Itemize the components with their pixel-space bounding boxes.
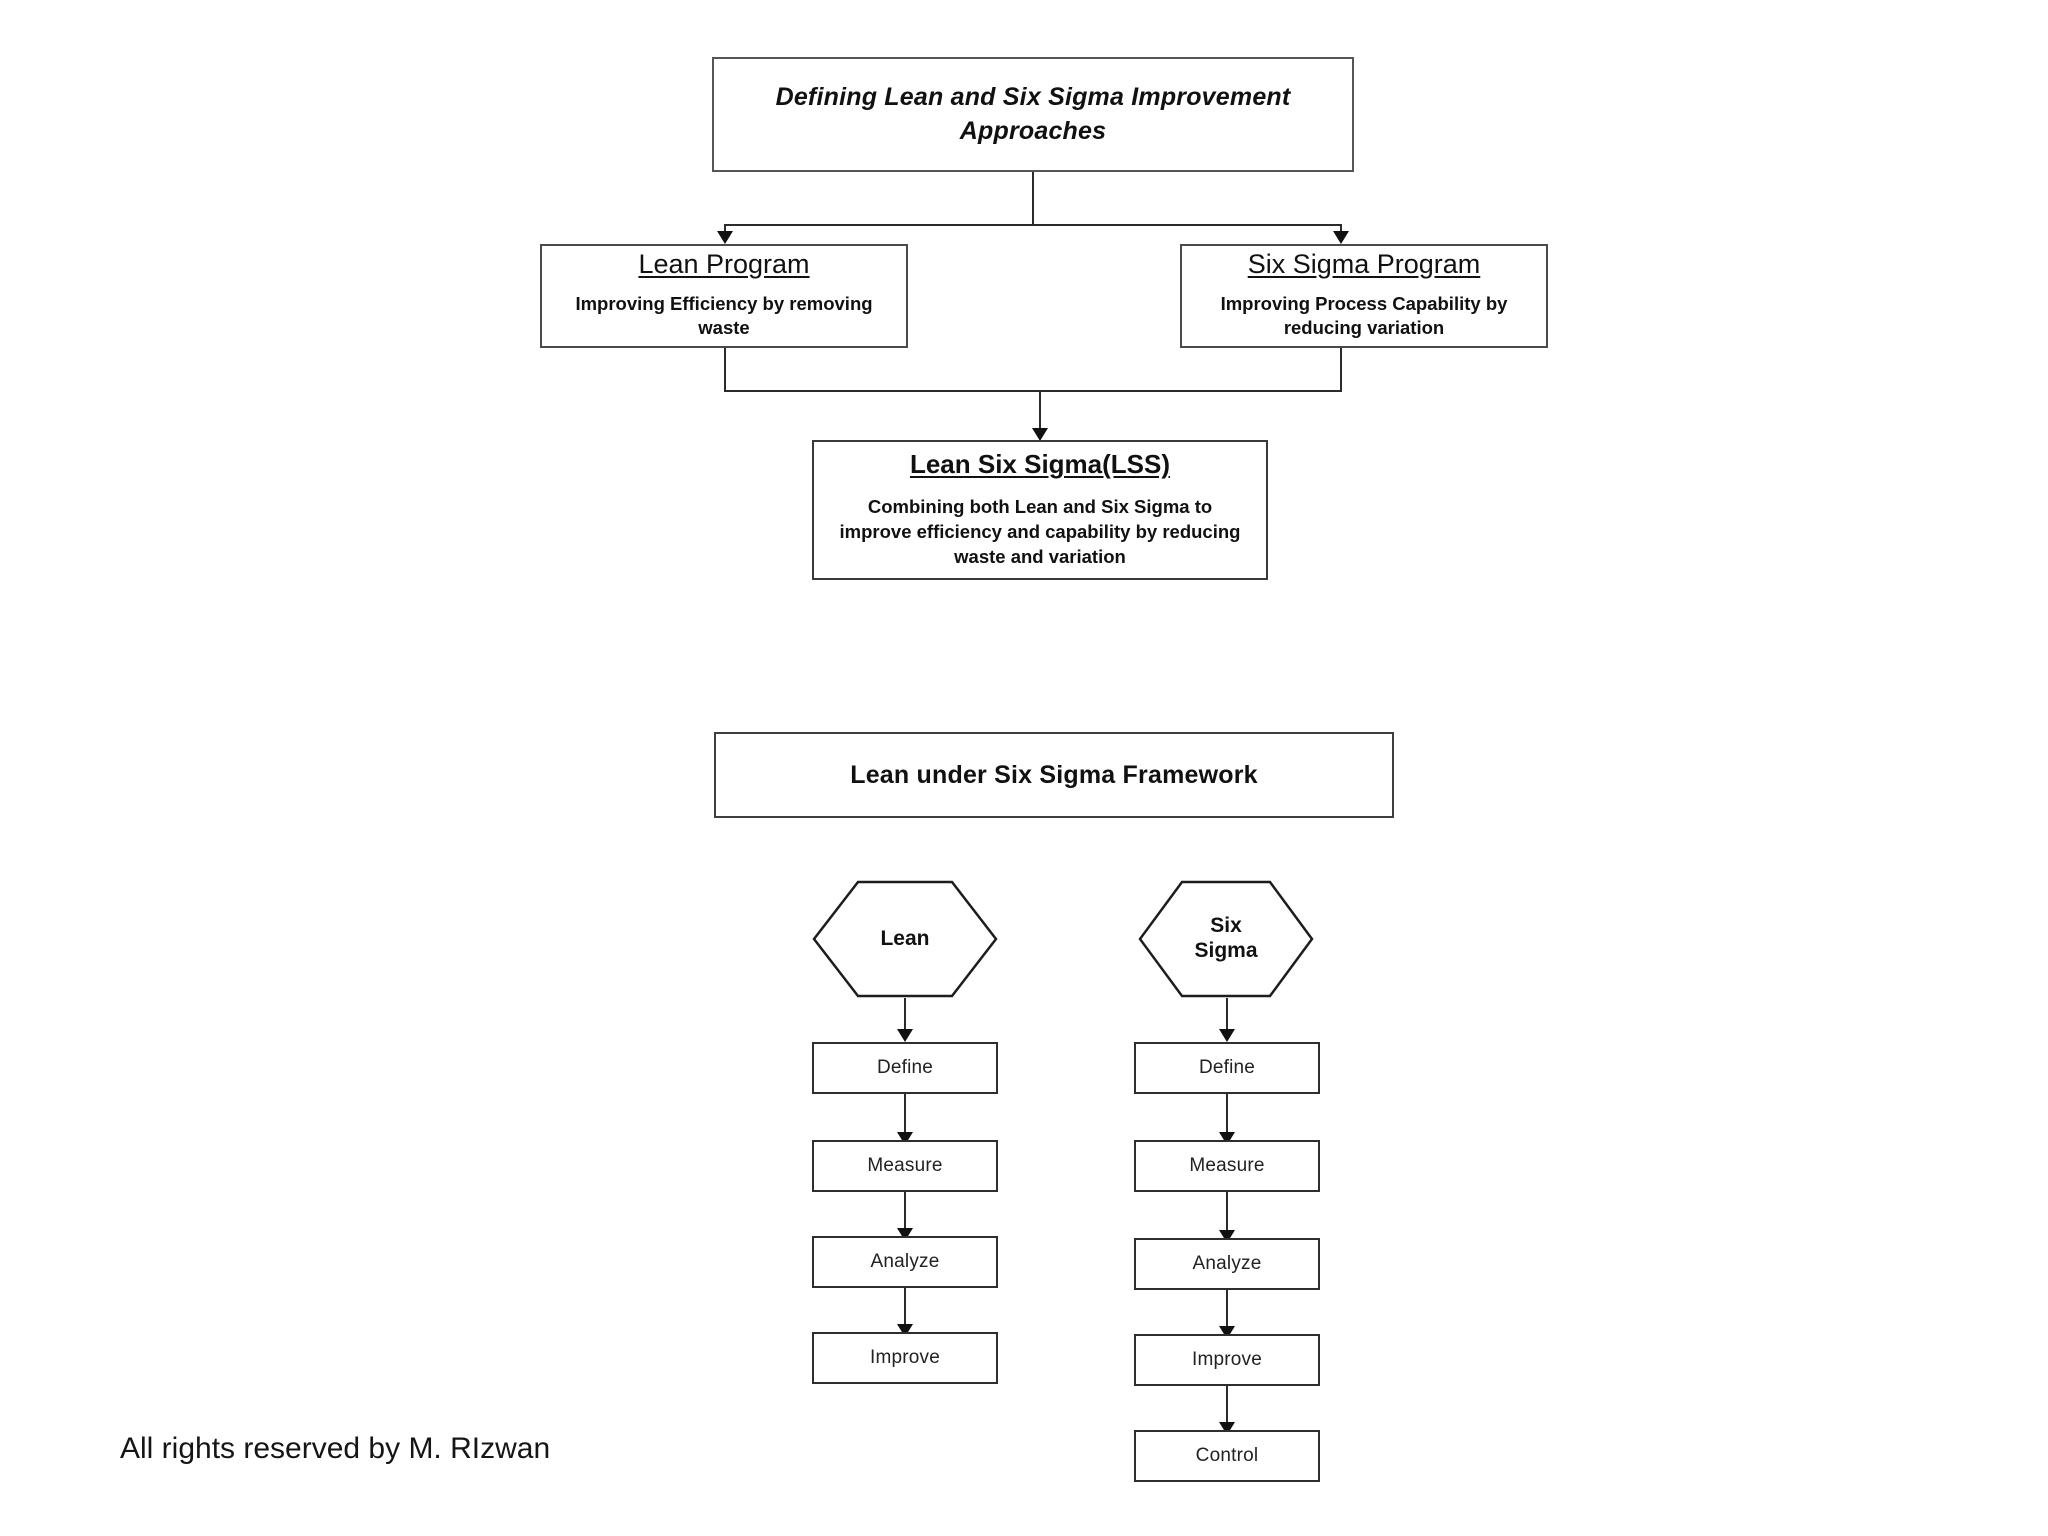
connector-lean-analyze-improve	[904, 1288, 906, 1330]
connector-lean-down	[724, 348, 726, 390]
title-box-text: Defining Lean and Six Sigma Improvement …	[775, 82, 1291, 145]
lean-step-define: Define	[812, 1042, 998, 1094]
lss-heading: Lean Six Sigma(LSS)	[909, 449, 1171, 480]
lean-step-improve-label: Improve	[869, 1347, 941, 1368]
connector-sixsigma-hex-to-define	[1226, 998, 1228, 1034]
six-sigma-hexagon-label-line2: Sigma	[1194, 939, 1258, 962]
connector-merge-stem	[1039, 390, 1041, 430]
six-sigma-hexagon: Six Sigma	[1138, 880, 1314, 998]
connector-six-sigma-down	[1340, 348, 1342, 390]
sixsigma-step-analyze-label: Analyze	[1192, 1253, 1262, 1274]
connector-branch-right-drop	[1340, 224, 1342, 232]
lean-program-box: Lean Program Improving Efficiency by rem…	[540, 244, 908, 348]
six-sigma-hexagon-label-line1: Six	[1210, 914, 1242, 938]
sixsigma-step-define: Define	[1134, 1042, 1320, 1094]
connector-branch-bar	[724, 224, 1342, 226]
arrowhead-lean-define	[897, 1029, 913, 1042]
framework-title-text: Lean under Six Sigma Framework	[850, 760, 1258, 789]
arrowhead-sixsigma-define	[1219, 1029, 1235, 1042]
connector-sixsigma-measure-analyze	[1226, 1192, 1228, 1236]
framework-title-box: Lean under Six Sigma Framework	[714, 732, 1394, 818]
title-box: Defining Lean and Six Sigma Improvement …	[712, 57, 1354, 172]
sixsigma-step-control: Control	[1134, 1430, 1320, 1482]
lean-six-sigma-box: Lean Six Sigma(LSS) Combining both Lean …	[812, 440, 1268, 580]
lean-program-heading: Lean Program	[638, 249, 810, 280]
lean-hexagon-label: Lean	[880, 926, 930, 950]
six-sigma-program-box: Six Sigma Program Improving Process Capa…	[1180, 244, 1548, 348]
copyright-credit: All rights reserved by M. RIzwan	[120, 1432, 551, 1465]
connector-lean-hex-to-define	[904, 998, 906, 1034]
connector-lean-measure-analyze	[904, 1192, 906, 1234]
arrowhead-to-lean-program	[717, 231, 733, 244]
lean-step-analyze-label: Analyze	[870, 1251, 940, 1272]
sixsigma-step-define-label: Define	[1198, 1057, 1256, 1078]
six-sigma-hexagon-label: Six Sigma	[1194, 914, 1257, 964]
sixsigma-step-improve: Improve	[1134, 1334, 1320, 1386]
connector-branch-left-drop	[724, 224, 726, 232]
lean-step-improve: Improve	[812, 1332, 998, 1384]
connector-sixsigma-analyze-improve	[1226, 1290, 1228, 1332]
lss-description: Combining both Lean and Six Sigma to imp…	[839, 495, 1241, 567]
arrowhead-to-lss	[1032, 428, 1048, 441]
connector-lean-define-measure	[904, 1094, 906, 1138]
sixsigma-step-analyze: Analyze	[1134, 1238, 1320, 1290]
connector-sixsigma-improve-control	[1226, 1386, 1228, 1428]
sixsigma-step-control-label: Control	[1195, 1445, 1259, 1466]
lean-program-description: Improving Efficiency by removing waste	[575, 293, 873, 338]
lean-step-measure: Measure	[812, 1140, 998, 1192]
arrowhead-to-six-sigma-program	[1333, 231, 1349, 244]
connector-sixsigma-define-measure	[1226, 1094, 1228, 1138]
lean-step-define-label: Define	[876, 1057, 934, 1078]
connector-title-stem	[1032, 172, 1034, 224]
lean-step-analyze: Analyze	[812, 1236, 998, 1288]
lean-hexagon: Lean	[812, 880, 998, 998]
lean-step-measure-label: Measure	[867, 1155, 943, 1176]
sixsigma-step-measure: Measure	[1134, 1140, 1320, 1192]
sixsigma-step-improve-label: Improve	[1191, 1349, 1263, 1370]
connector-merge-bar	[724, 390, 1342, 392]
six-sigma-program-description: Improving Process Capability by reducing…	[1220, 293, 1508, 338]
six-sigma-program-heading: Six Sigma Program	[1247, 249, 1481, 280]
sixsigma-step-measure-label: Measure	[1189, 1155, 1265, 1176]
